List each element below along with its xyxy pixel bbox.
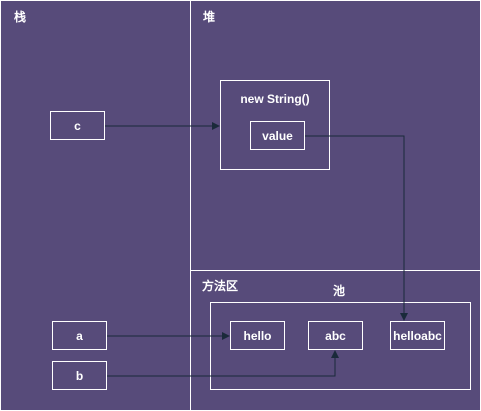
stack-var-b: b (52, 361, 107, 390)
stack-var-b-label: b (75, 368, 84, 383)
pool-entry-hello-label: hello (243, 328, 272, 343)
stack-var-c: c (50, 111, 105, 140)
stack-var-c-label: c (74, 118, 81, 133)
pool-entry-abc: abc (308, 321, 363, 350)
heap-value-field: value (250, 121, 305, 150)
stack-var-a: a (52, 321, 107, 350)
method-area-label: 方法区 (202, 279, 239, 293)
stack-var-a-label: a (76, 328, 83, 343)
heap-object-label: new String() (240, 92, 310, 106)
pool-label: 池 (333, 284, 346, 298)
heap-label: 堆 (203, 10, 216, 24)
heap-value-label: value (262, 128, 293, 143)
arrow-value-to-helloabc (305, 135, 408, 321)
pool-entry-abc-label: abc (325, 328, 346, 343)
pool-entry-hello: hello (230, 321, 285, 350)
pool-entry-helloabc-label: helloabc (393, 328, 442, 343)
stack-label: 栈 (14, 10, 27, 24)
pool-entry-helloabc: helloabc (390, 321, 445, 350)
string-pool-region (210, 302, 471, 390)
arrow-b-to-abc (107, 350, 339, 377)
